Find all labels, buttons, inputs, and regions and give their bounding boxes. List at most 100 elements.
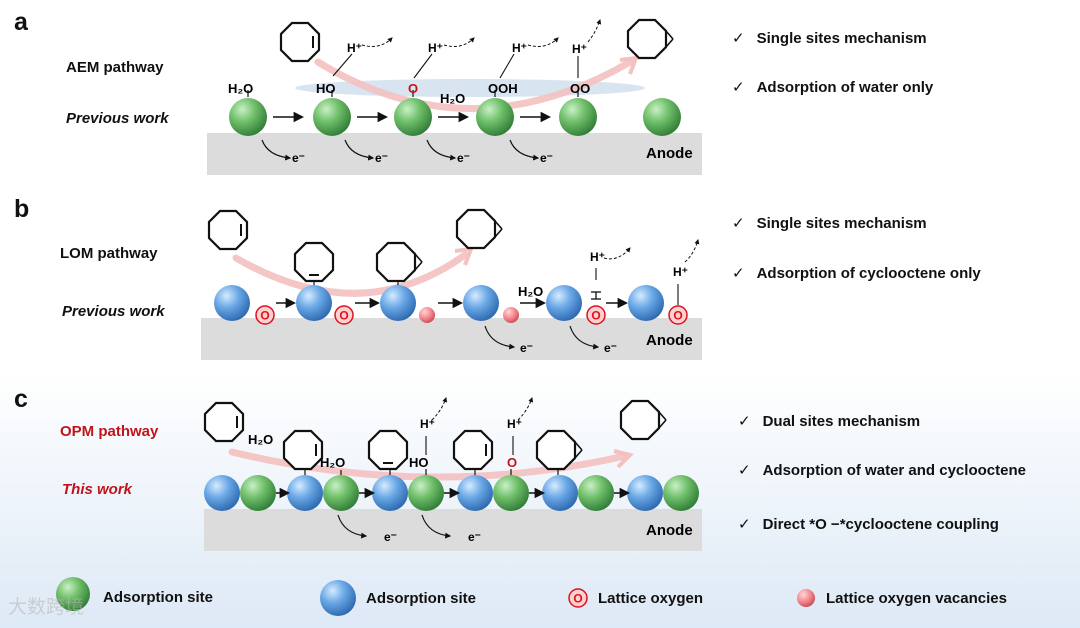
svg-text:O: O bbox=[339, 309, 348, 323]
green-site bbox=[408, 475, 444, 511]
lattice-oxygen: O bbox=[668, 305, 688, 325]
o-label: O bbox=[408, 81, 419, 96]
reaction-arc bbox=[232, 251, 469, 297]
green-site bbox=[229, 98, 267, 136]
ho-label: HO bbox=[316, 81, 336, 96]
green-site bbox=[394, 98, 432, 136]
reaction-arc bbox=[314, 58, 634, 112]
panel-c-background bbox=[0, 372, 1080, 628]
lattice-oxygen: O bbox=[255, 305, 275, 325]
hplus-label: H⁺ bbox=[673, 265, 688, 279]
oxygen-vacancy bbox=[419, 307, 435, 323]
electron-label: e⁻ bbox=[457, 151, 471, 165]
blue-site bbox=[457, 475, 493, 511]
cyclooctene-molecule bbox=[367, 429, 409, 471]
lattice-oxygen: O bbox=[586, 305, 606, 325]
blue-site bbox=[296, 285, 332, 321]
blue-site bbox=[627, 475, 663, 511]
green-site bbox=[323, 475, 359, 511]
cyclooctene-molecule bbox=[452, 429, 494, 471]
oo-label: OO bbox=[570, 81, 591, 96]
blue-site bbox=[463, 285, 499, 321]
legend-label-blue: Adsorption site bbox=[366, 590, 477, 607]
pathway-title-b: LOM pathway bbox=[60, 245, 158, 262]
epoxide-molecule bbox=[626, 18, 674, 60]
electron-label: e⁻ bbox=[540, 151, 554, 165]
legend-blue-sphere bbox=[320, 580, 356, 616]
bullet-a2: ✓Adsorption of water only bbox=[732, 79, 934, 96]
electron-label: e⁻ bbox=[292, 151, 306, 165]
work-label-a: Previous work bbox=[66, 110, 169, 127]
panel-c-diagram bbox=[203, 397, 699, 539]
blue-site bbox=[380, 285, 416, 321]
legend-label-vacancies: Lattice oxygen vacancies bbox=[826, 590, 1007, 607]
cyclooctene-molecule bbox=[207, 209, 249, 251]
h2o-label: H₂O bbox=[228, 81, 254, 96]
o-label: O bbox=[507, 455, 518, 470]
cyclooctene-molecule bbox=[293, 241, 335, 283]
hplus-label: H⁺ bbox=[507, 417, 522, 431]
anode-slab-a bbox=[207, 133, 702, 175]
green-site bbox=[476, 98, 514, 136]
ho-label: HO bbox=[409, 455, 429, 470]
epoxide-molecule bbox=[375, 241, 423, 283]
svg-text:O: O bbox=[673, 309, 682, 323]
electron-label: e⁻ bbox=[375, 151, 389, 165]
anode-slab-c bbox=[204, 509, 702, 551]
electron-label: e⁻ bbox=[604, 341, 618, 355]
oxygen-vacancy bbox=[503, 307, 519, 323]
panel-letter-a: a bbox=[14, 8, 28, 36]
anode-slab-b bbox=[201, 318, 702, 360]
ooh-label: OOH bbox=[488, 81, 518, 96]
pathway-title-c: OPM pathway bbox=[60, 423, 159, 440]
legend-lattice-oxygen: O bbox=[568, 588, 588, 608]
epoxide-molecule bbox=[535, 429, 583, 471]
legend-green-sphere bbox=[56, 577, 90, 611]
panel-b-diagram: O O O O bbox=[207, 208, 700, 350]
bullet-c2: ✓Adsorption of water and cyclooctene bbox=[738, 462, 1026, 479]
blue-site bbox=[372, 475, 408, 511]
cyclooctene-molecule bbox=[203, 401, 245, 443]
svg-text:O: O bbox=[573, 592, 582, 606]
cyclooctene-molecule bbox=[282, 429, 324, 471]
electron-label: e⁻ bbox=[520, 341, 534, 355]
green-site bbox=[313, 98, 351, 136]
svg-text:O: O bbox=[260, 309, 269, 323]
blue-site bbox=[542, 475, 578, 511]
h2o-label: H₂O bbox=[518, 284, 544, 299]
green-site bbox=[559, 98, 597, 136]
lattice-oxygen: O bbox=[334, 305, 354, 325]
h2o-label: H₂O bbox=[320, 455, 346, 470]
green-site bbox=[578, 475, 614, 511]
electron-label: e⁻ bbox=[468, 530, 482, 544]
hplus-label: H⁺ bbox=[347, 41, 362, 55]
legend-oxygen-vacancy bbox=[797, 589, 815, 607]
blue-site bbox=[204, 475, 240, 511]
blue-site bbox=[628, 285, 664, 321]
anode-label-a: Anode bbox=[646, 145, 693, 162]
blue-site bbox=[287, 475, 323, 511]
hplus-label: H⁺ bbox=[428, 41, 443, 55]
bullet-c3: ✓Direct *O −*cyclooctene coupling bbox=[738, 516, 999, 533]
h2o-label: H₂O bbox=[248, 432, 274, 447]
hplus-label: H⁺ bbox=[572, 42, 587, 56]
bullet-c1: ✓Dual sites mechanism bbox=[738, 413, 921, 430]
legend-label-green: Adsorption site bbox=[103, 589, 214, 606]
green-site bbox=[493, 475, 529, 511]
green-site bbox=[643, 98, 681, 136]
electron-label: e⁻ bbox=[384, 530, 398, 544]
epoxide-molecule bbox=[455, 208, 503, 250]
epoxide-molecule bbox=[619, 399, 667, 441]
bullet-a1: ✓Single sites mechanism bbox=[732, 30, 927, 47]
h2o-label: H₂O bbox=[440, 91, 466, 106]
blue-site bbox=[214, 285, 250, 321]
legend-label-lattice-oxygen: Lattice oxygen bbox=[598, 590, 704, 607]
anode-label-b: Anode bbox=[646, 332, 693, 349]
hplus-label: H⁺ bbox=[512, 41, 527, 55]
svg-text:O: O bbox=[591, 309, 600, 323]
green-site bbox=[240, 475, 276, 511]
panel-letter-b: b bbox=[14, 195, 30, 223]
bullet-b1: ✓Single sites mechanism bbox=[732, 215, 927, 232]
hplus-label: H⁺ bbox=[420, 417, 435, 431]
